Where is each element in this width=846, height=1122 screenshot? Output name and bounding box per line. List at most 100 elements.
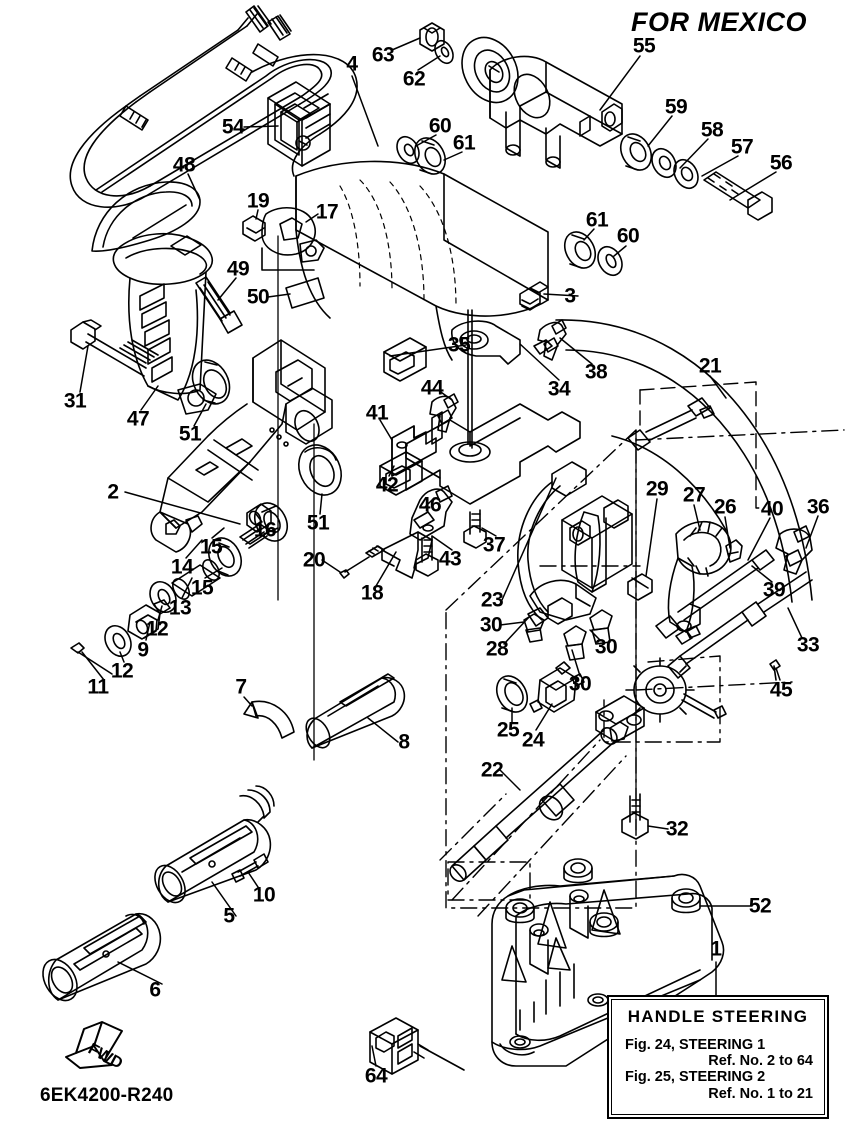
callout-1: 1 — [710, 937, 722, 961]
callout-40: 40 — [760, 497, 784, 521]
part-48-cover — [91, 181, 201, 252]
callout-12: 12 — [110, 659, 134, 683]
callout-55: 55 — [632, 34, 656, 58]
callout-51: 51 — [178, 422, 202, 446]
callout-12: 12 — [145, 617, 169, 641]
part-51-bushing-a — [191, 359, 231, 405]
tiller-body-outline — [295, 160, 549, 361]
market-note: FOR MEXICO — [631, 7, 808, 37]
legend-figure-25: Fig. 25, STEERING 2 — [625, 1069, 766, 1086]
fwd-arrow-icon: FWD — [65, 1021, 125, 1071]
callout-62: 62 — [402, 67, 426, 91]
callout-26: 26 — [713, 495, 737, 519]
shift-lever-assembly — [495, 461, 743, 713]
callout-34: 34 — [547, 377, 571, 401]
part-22-shaft — [449, 727, 618, 882]
callout-32: 32 — [665, 817, 689, 841]
callout-56: 56 — [769, 151, 793, 175]
callout-60: 60 — [428, 114, 452, 138]
callout-7: 7 — [235, 675, 247, 699]
callout-50: 50 — [246, 285, 270, 309]
part-51-bushing-b — [298, 444, 342, 496]
callout-41: 41 — [365, 401, 389, 425]
callout-44: 44 — [420, 376, 444, 400]
part-1-lower-housing — [491, 858, 725, 1067]
callout-45: 45 — [769, 678, 793, 702]
part-57-washer — [673, 158, 699, 190]
part-7-arrow — [243, 700, 295, 739]
callout-63: 63 — [371, 43, 395, 67]
callout-27: 27 — [682, 483, 706, 507]
callout-18: 18 — [360, 581, 384, 605]
callout-48: 48 — [172, 153, 196, 177]
callout-25: 25 — [496, 718, 520, 742]
callout-35: 35 — [447, 333, 471, 357]
callout-59: 59 — [664, 95, 688, 119]
callout-49: 49 — [226, 257, 250, 281]
part-62-washer — [434, 39, 454, 65]
group-boundary-lower — [447, 861, 531, 901]
callout-36: 36 — [806, 495, 830, 519]
callout-37: 37 — [482, 533, 506, 557]
legend-figure-24: Fig. 24, STEERING 1 — [625, 1037, 766, 1053]
callout-60: 60 — [616, 224, 640, 248]
part-47-grip-housing — [112, 232, 217, 415]
gear-knob-cluster — [595, 657, 727, 840]
callout-38: 38 — [584, 360, 608, 384]
callout-28: 28 — [485, 637, 509, 661]
callout-14: 14 — [170, 555, 194, 579]
part-58-washer — [651, 147, 677, 179]
callout-30: 30 — [479, 613, 503, 637]
callout-61: 61 — [452, 131, 476, 155]
part-20-pin — [339, 556, 370, 579]
callout-15: 15 — [199, 535, 223, 559]
callout-15: 15 — [190, 576, 214, 600]
callout-58: 58 — [700, 118, 724, 142]
callout-2: 2 — [107, 480, 119, 504]
document-id: 6EK4200-R240 — [40, 1085, 174, 1106]
right-cable-group — [627, 397, 813, 681]
callout-10: 10 — [252, 883, 276, 907]
legend-title: HANDLE STEERING — [627, 1007, 809, 1026]
part-6-grip-cover — [42, 912, 162, 1002]
callout-16: 16 — [253, 518, 277, 542]
group-boundary-inner — [603, 655, 721, 743]
bracket-sub-assembly — [379, 281, 581, 577]
callout-13: 13 — [168, 596, 192, 620]
vertical-rails — [277, 235, 637, 831]
callout-61: 61 — [585, 208, 609, 232]
leader-lines — [79, 37, 819, 1067]
callout-30: 30 — [568, 672, 592, 696]
callout-21: 21 — [698, 354, 722, 378]
callout-42: 42 — [375, 473, 399, 497]
group-21-boundary — [639, 381, 761, 509]
part-59-bushing — [619, 133, 653, 171]
callout-33: 33 — [796, 633, 820, 657]
part-60-bushing-right — [597, 245, 623, 277]
legend-refs-25: Ref. No. 1 to 21 — [708, 1085, 813, 1102]
part-61-bushing-right — [563, 231, 597, 269]
tiller-body-hidden-lines — [339, 179, 457, 307]
callout-46: 46 — [418, 493, 442, 517]
part-2-tiller-arm — [150, 339, 333, 553]
callout-22: 22 — [480, 758, 504, 782]
legend-refs-24: Ref. No. 2 to 64 — [708, 1053, 813, 1070]
small-hardware-chain — [70, 502, 289, 675]
part-61-bushing-left — [413, 137, 447, 175]
part-8-grip-tube — [305, 673, 406, 749]
legend-box: HANDLE STEERING Fig. 24, STEERING 1 Ref.… — [607, 995, 829, 1119]
callout-54: 54 — [221, 115, 245, 139]
group-boundary-dashdot — [445, 429, 845, 909]
callout-47: 47 — [126, 407, 150, 431]
arm-fastener-marks — [269, 427, 289, 447]
callout-31: 31 — [63, 389, 87, 413]
callout-51: 51 — [306, 511, 330, 535]
callout-4: 4 — [346, 52, 358, 76]
callout-6: 6 — [149, 978, 161, 1002]
part-31-bolt — [70, 319, 159, 377]
callout-19: 19 — [246, 189, 270, 213]
part-54-grommet — [267, 81, 331, 167]
part-64-connector — [369, 1017, 465, 1075]
part-10-screw — [231, 853, 269, 883]
